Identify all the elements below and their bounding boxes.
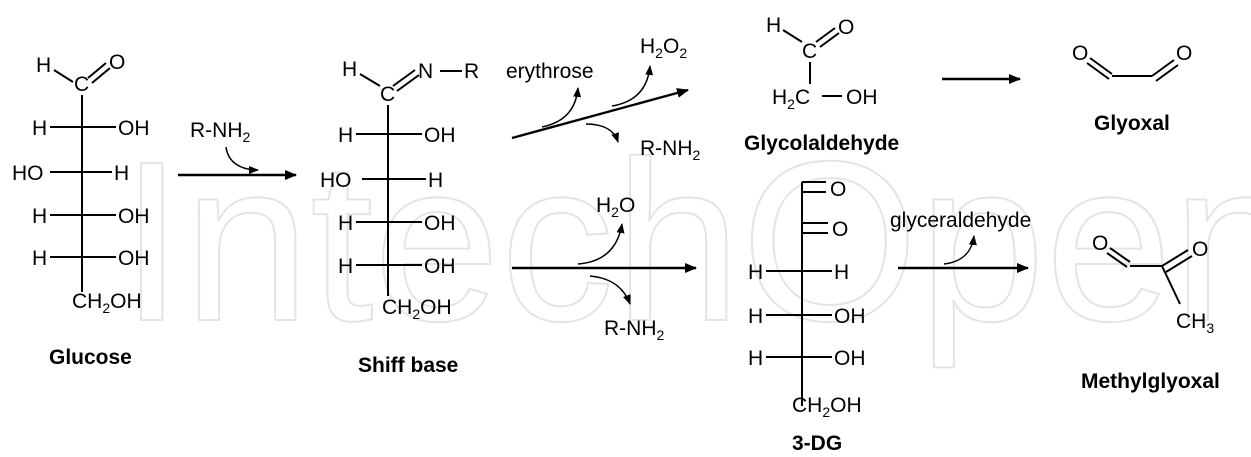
shiff-r3-left: HO bbox=[320, 169, 352, 192]
glucose-structure: H O C H OH HO H H OH H OH CH2OH bbox=[12, 51, 150, 316]
methylglyoxal-name: Methylglyoxal bbox=[1081, 370, 1220, 393]
dg3-c6: CH2OH bbox=[792, 394, 862, 420]
reagent-h2o2: H2O2 bbox=[640, 35, 687, 61]
reaction-arrow-upper bbox=[511, 88, 689, 140]
shiff-base-name: Shiff base bbox=[358, 354, 458, 377]
methylglyoxal-o2: O bbox=[1192, 238, 1208, 261]
shiff-r3-right: H bbox=[428, 169, 443, 192]
curl-arrow-glyceraldehyde bbox=[943, 235, 977, 265]
glucose-r5-right: OH bbox=[118, 247, 150, 270]
dg3-structure: O O H H H OH H OH CH2OH bbox=[748, 178, 866, 420]
glucose-r3-right: H bbox=[114, 162, 129, 185]
glycolaldehyde-h: H bbox=[766, 14, 781, 37]
glucose-r4-right: OH bbox=[118, 205, 150, 228]
reagent-h2o: H2O bbox=[596, 194, 635, 220]
dg3-r3-right: H bbox=[834, 261, 849, 284]
shiff-base-structure: H C N R H OH HO H H OH H OH CH2OH bbox=[320, 58, 479, 322]
glyoxal-name: Glyoxal bbox=[1094, 112, 1170, 135]
glycolaldehyde-oh: OH bbox=[846, 86, 878, 109]
shiff-c1-n: N bbox=[418, 60, 433, 83]
shiff-r4-left: H bbox=[338, 212, 353, 235]
curl-arrow-h2o bbox=[577, 223, 625, 265]
glucose-r3-left: HO bbox=[12, 162, 44, 185]
dg3-r5-left: H bbox=[748, 347, 763, 370]
shiff-r2-left: H bbox=[338, 124, 353, 147]
glycolaldehyde-name: Glycolaldehyde bbox=[744, 132, 899, 155]
shiff-r2-right: OH bbox=[424, 124, 456, 147]
glyoxal-o2: O bbox=[1176, 42, 1192, 65]
glyoxal-o1: O bbox=[1072, 42, 1088, 65]
curl-arrow-erythrose bbox=[541, 87, 582, 128]
glycolaldehyde-h2c: H2C bbox=[772, 86, 810, 112]
shiff-r4-right: OH bbox=[424, 212, 456, 235]
glucose-c1-h: H bbox=[36, 54, 51, 77]
dg3-r3-left: H bbox=[748, 261, 763, 284]
glyoxal-structure: O O bbox=[1072, 42, 1192, 82]
glucose-c1-o: O bbox=[109, 51, 125, 74]
curl-arrow-rnh2-out-top bbox=[585, 123, 619, 143]
methylglyoxal-ch3: CH3 bbox=[1176, 310, 1214, 336]
reagent-erythrose: erythrose bbox=[506, 60, 594, 83]
shiff-r5-right: OH bbox=[424, 255, 456, 278]
reagent-rnh2-out-bottom: R-NH2 bbox=[604, 317, 665, 343]
watermark-text: IntechOpen bbox=[120, 115, 1251, 369]
glucose-r5-left: H bbox=[32, 247, 47, 270]
glucose-r4-left: H bbox=[32, 205, 47, 228]
shiff-c1-r: R bbox=[464, 60, 479, 83]
shiff-r5-left: H bbox=[338, 255, 353, 278]
dg3-o1: O bbox=[830, 178, 846, 201]
shiff-c6: CH2OH bbox=[382, 296, 452, 322]
glycolaldehyde-structure: H O C H2C OH bbox=[766, 14, 878, 112]
curl-arrow-rnh2-in bbox=[225, 146, 259, 174]
reagent-rnh2-out-top: R-NH2 bbox=[640, 137, 701, 163]
glucose-c1-c: C bbox=[74, 73, 89, 96]
dg3-r4-right: OH bbox=[834, 305, 866, 328]
shiff-c1-h: H bbox=[342, 58, 357, 81]
glycolaldehyde-c: C bbox=[802, 40, 817, 63]
reagent-glyceraldehyde: glyceraldehyde bbox=[890, 209, 1031, 232]
glucose-name: Glucose bbox=[49, 346, 132, 369]
glucose-r2-right: OH bbox=[118, 117, 150, 140]
glucose-r2-left: H bbox=[32, 117, 47, 140]
curl-arrow-rnh2-out-bottom bbox=[589, 275, 631, 305]
reagent-rnh2-in: R-NH2 bbox=[190, 119, 251, 145]
dg3-name: 3-DG bbox=[792, 432, 842, 455]
glucose-c6: CH2OH bbox=[72, 290, 142, 316]
shiff-c1-c: C bbox=[380, 83, 395, 106]
curl-arrow-h2o2 bbox=[611, 65, 654, 107]
glycolaldehyde-o: O bbox=[838, 16, 854, 39]
dg3-r4-left: H bbox=[748, 305, 763, 328]
methylglyoxal-o1: O bbox=[1092, 232, 1108, 255]
methylglyoxal-structure: O O CH3 bbox=[1092, 232, 1214, 336]
dg3-r5-right: OH bbox=[834, 347, 866, 370]
dg3-o2: O bbox=[832, 218, 848, 241]
